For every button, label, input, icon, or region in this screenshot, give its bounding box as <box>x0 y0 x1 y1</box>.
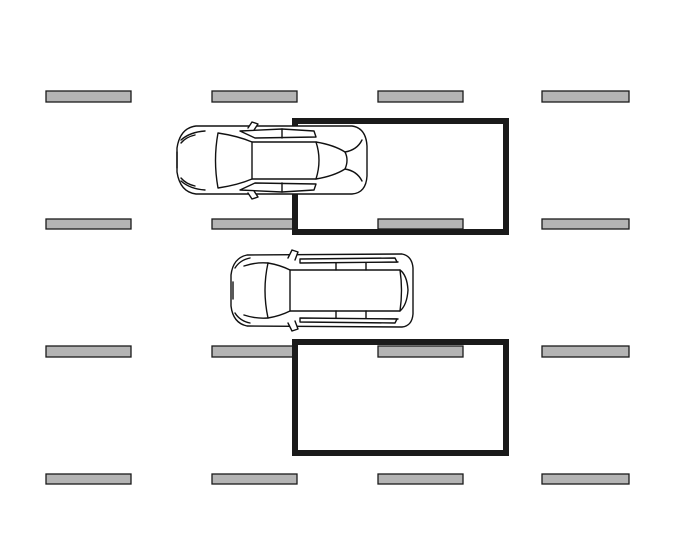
lane-mark <box>541 345 630 358</box>
suv-car-icon <box>230 249 414 332</box>
sedan-car-icon <box>176 121 368 200</box>
lane-mark <box>377 345 464 358</box>
lane-mark <box>45 90 132 103</box>
parking-frame-lower <box>292 339 509 456</box>
lane-mark <box>541 473 630 485</box>
lane-mark <box>45 345 132 358</box>
lane-mark <box>377 90 464 103</box>
lane-mark <box>211 90 298 103</box>
lane-mark <box>541 218 630 230</box>
lane-mark <box>377 218 464 230</box>
lane-marks <box>45 90 630 485</box>
lane-mark <box>377 473 464 485</box>
lane-mark <box>541 90 630 103</box>
lane-mark <box>45 473 132 485</box>
lane-mark <box>211 218 298 230</box>
lane-mark <box>211 473 298 485</box>
lane-mark <box>211 345 298 358</box>
lane-mark <box>45 218 132 230</box>
